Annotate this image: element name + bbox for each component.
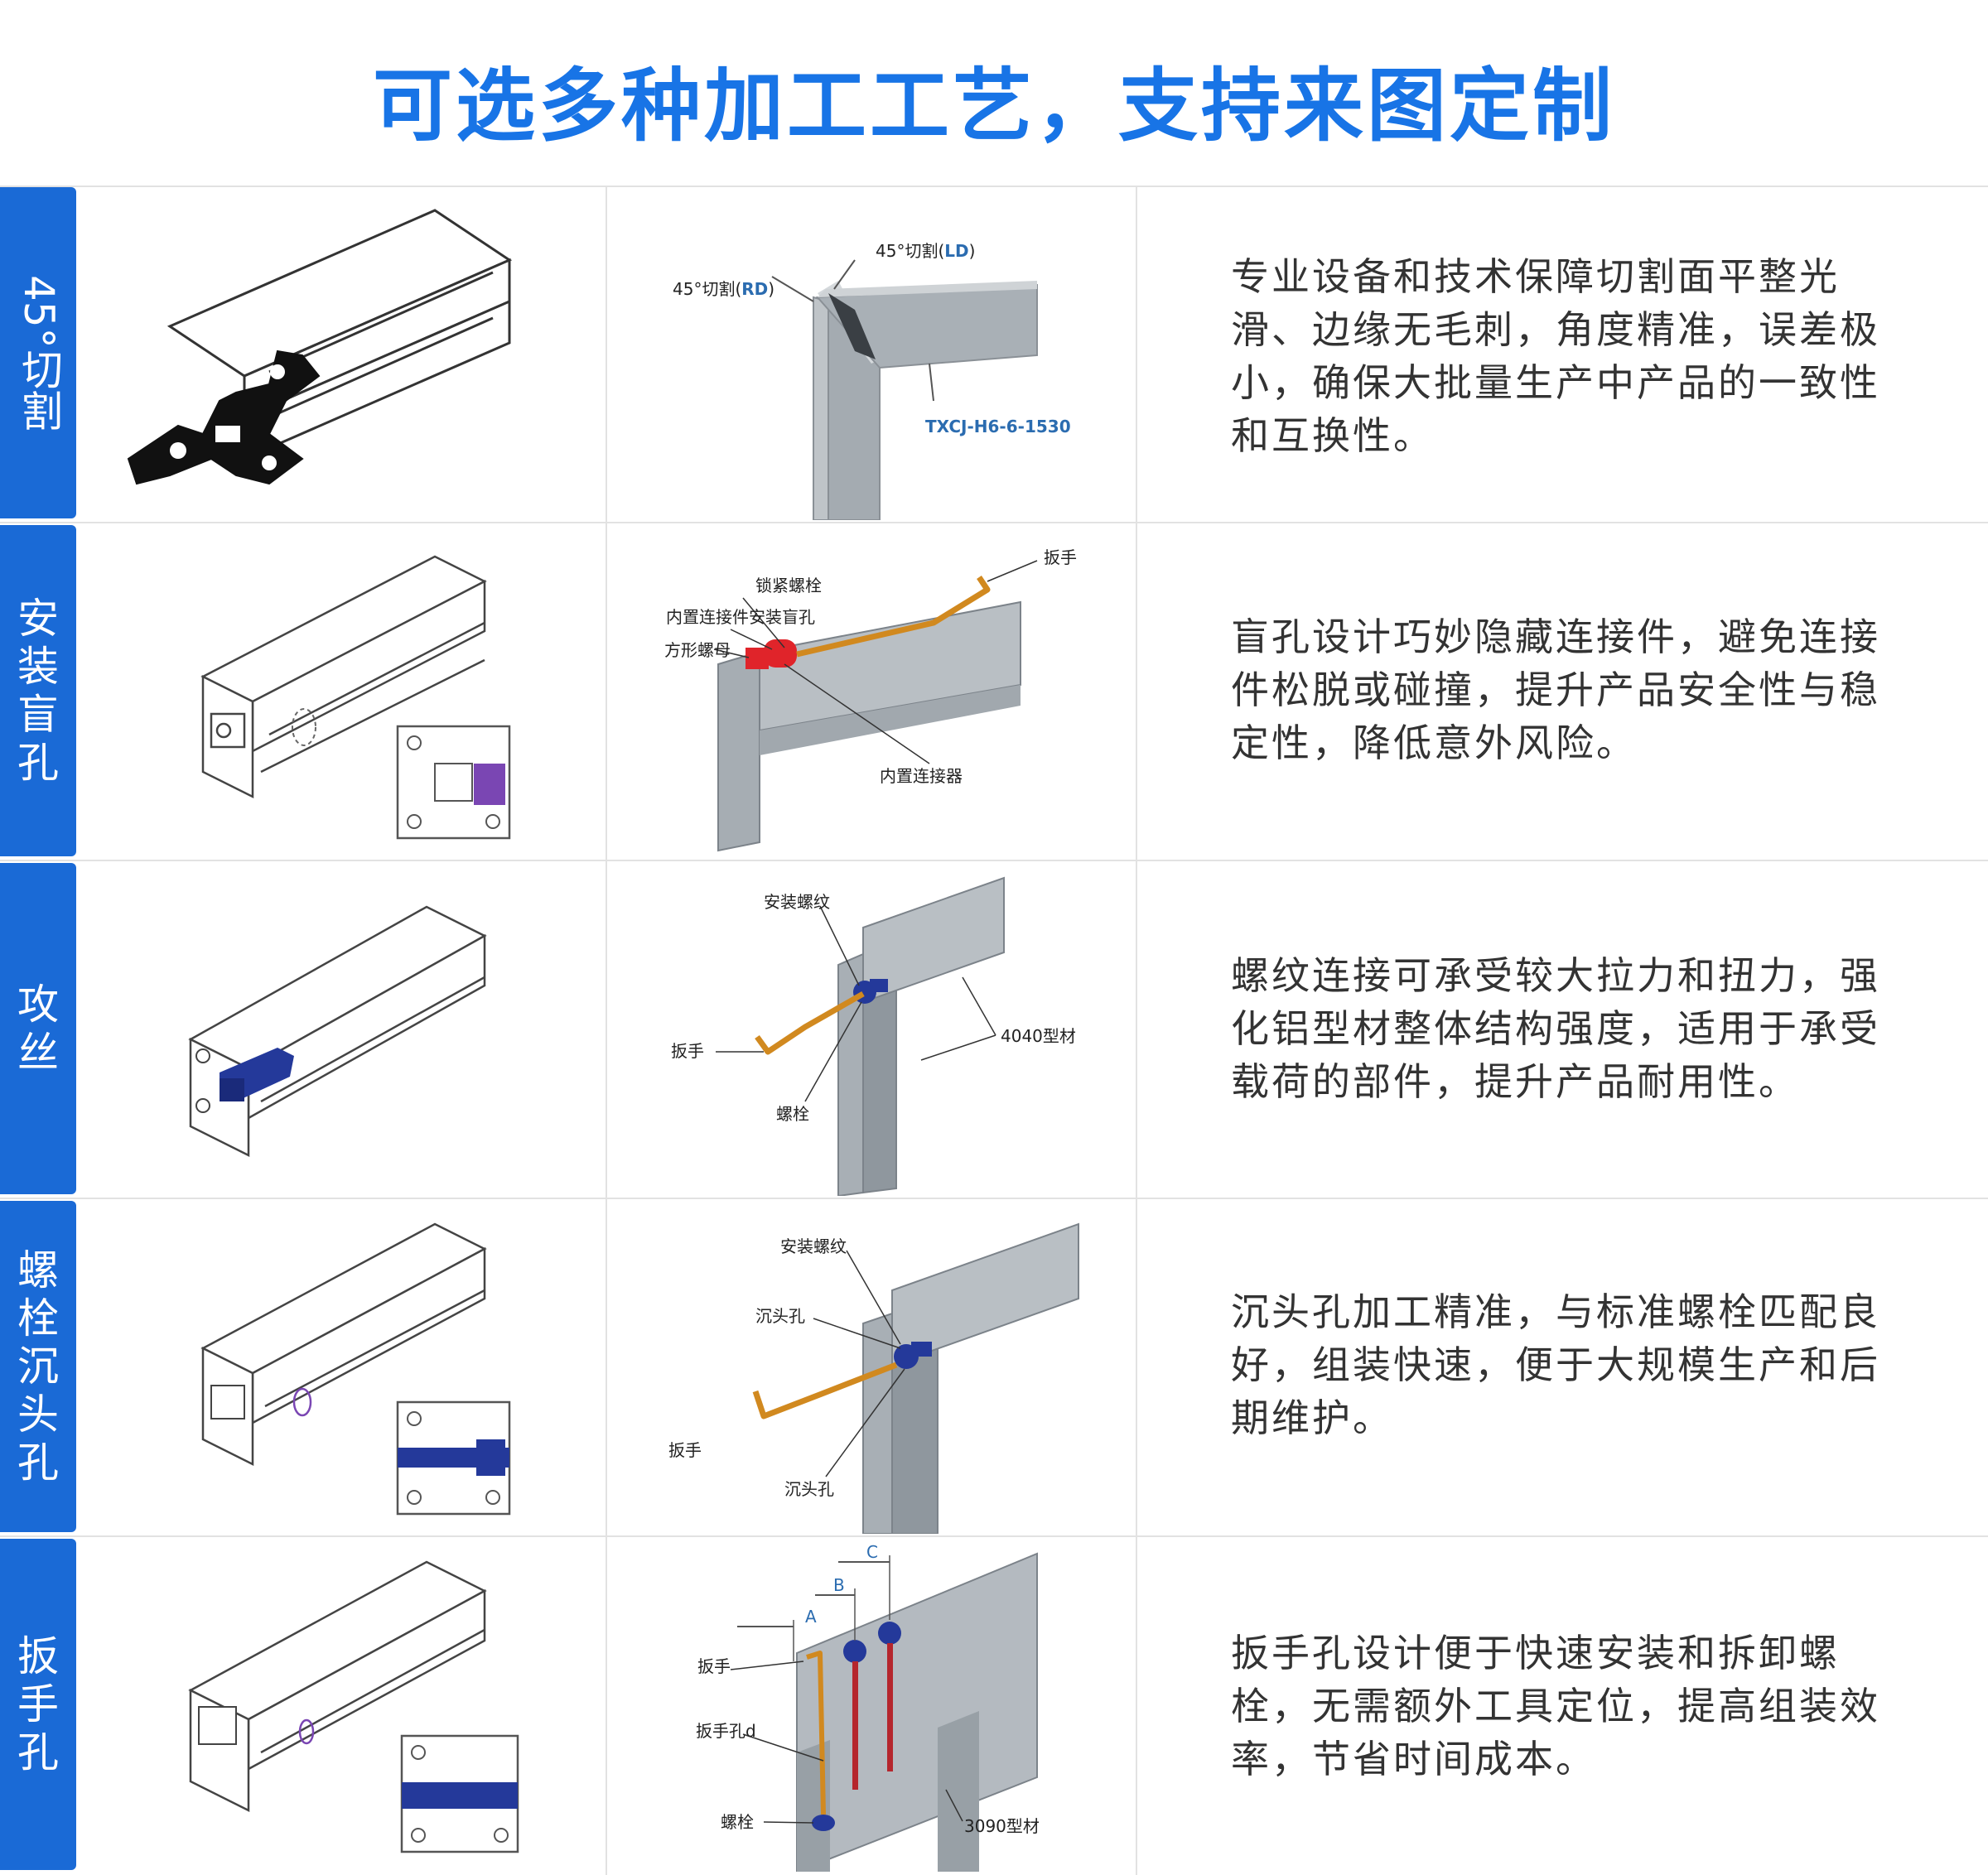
blind-hole-profile-image xyxy=(200,555,511,840)
divider xyxy=(0,1535,1988,1537)
profile-illustration xyxy=(79,1537,604,1872)
blind-hole-assembly-image: 扳手 锁紧螺栓 内置连接件安装盲孔 方形螺母 内置连接器 xyxy=(664,547,1077,852)
svg-text:螺栓: 螺栓 xyxy=(721,1812,754,1832)
svg-text:B: B xyxy=(833,1575,845,1595)
svg-text:45°切割(LD): 45°切割(LD) xyxy=(876,241,975,261)
process-row-cutting: 45°切割 xyxy=(0,186,1988,521)
process-row-tapping: 攻丝 安装螺纹 xyxy=(0,861,1988,1198)
bolt-left xyxy=(843,1640,866,1790)
svg-text:沉头孔: 沉头孔 xyxy=(755,1306,805,1326)
counterbore-profile-image xyxy=(200,1222,511,1516)
model-label: TXCJ-H6-6-1530 xyxy=(925,417,1071,436)
description: 盲孔设计巧妙隐藏连接件，避免连接件松脱或碰撞，提升产品安全性与稳定性，降低意外风… xyxy=(1231,615,1880,765)
svg-text:扳手: 扳手 xyxy=(1044,547,1077,567)
tapping-profile-image xyxy=(188,905,487,1158)
page-title: 可选多种加工工艺，支持来图定制 xyxy=(373,60,1615,152)
profile-illustration xyxy=(79,1199,604,1534)
svg-text:扳手: 扳手 xyxy=(697,1656,731,1676)
cross-section xyxy=(396,725,511,840)
tab-cutting: 45°切割 xyxy=(0,187,76,518)
svg-text:锁紧螺栓: 锁紧螺栓 xyxy=(755,576,822,595)
svg-text:沉头孔: 沉头孔 xyxy=(784,1479,834,1499)
svg-text:3090型材: 3090型材 xyxy=(964,1816,1040,1836)
svg-text:C: C xyxy=(866,1542,878,1562)
svg-text:45°切割(RD): 45°切割(RD) xyxy=(673,279,774,299)
process-row-blind-hole: 安装盲孔 xyxy=(0,523,1988,858)
wrench-hole-assembly-image: A B C 扳手 扳手孔d 螺栓 3090型材 xyxy=(696,1542,1040,1873)
cut-diagram: 45°切割(LD) 45°切割(RD) TXCJ-H6-6-1530 xyxy=(606,186,1135,521)
counterbore-diagram: 安装螺纹 沉头孔 扳手 沉头孔 xyxy=(606,1199,1135,1535)
cross-section xyxy=(400,1734,519,1853)
tab-label: 扳手孔 xyxy=(17,1632,59,1776)
description: 扳手孔设计便于快速安装和拆卸螺栓，无需额外工具定位，提高组装效率，节省时间成本。 xyxy=(1231,1631,1880,1781)
process-row-counterbore: 螺栓沉头孔 xyxy=(0,1199,1988,1535)
wrench-hole-profile-image xyxy=(188,1560,519,1853)
divider xyxy=(0,860,1988,861)
bolt-right xyxy=(878,1622,901,1771)
svg-text:A: A xyxy=(805,1607,817,1627)
svg-text:4040型材: 4040型材 xyxy=(1001,1026,1076,1046)
tab-blind-hole: 安装盲孔 xyxy=(0,525,76,856)
description: 专业设备和技术保障切割面平整光滑、边缘无毛刺，角度精准，误差极小，确保大批量生产… xyxy=(1231,254,1880,458)
svg-text:安装螺纹: 安装螺纹 xyxy=(764,892,830,912)
tab-wrench-hole: 扳手孔 xyxy=(0,1539,76,1870)
divider xyxy=(606,186,607,1875)
divider xyxy=(0,522,1988,523)
divider xyxy=(0,1198,1988,1199)
tab-tapping: 攻丝 xyxy=(0,863,76,1194)
process-row-wrench-hole: 扳手孔 xyxy=(0,1537,1988,1873)
cut-profile-image xyxy=(127,209,513,485)
profile-illustration xyxy=(79,523,604,858)
miter-cut-image: 45°切割(LD) 45°切割(RD) TXCJ-H6-6-1530 xyxy=(673,241,1071,521)
svg-text:扳手: 扳手 xyxy=(671,1041,704,1061)
profile-illustration xyxy=(79,861,604,1196)
tab-label: 攻丝 xyxy=(17,981,59,1077)
tab-label: 安装盲孔 xyxy=(17,595,59,787)
svg-text:方形螺母: 方形螺母 xyxy=(664,640,731,660)
svg-text:扳手孔d: 扳手孔d xyxy=(696,1721,756,1741)
divider xyxy=(0,186,1988,187)
svg-text:内置连接件安装盲孔: 内置连接件安装盲孔 xyxy=(666,607,815,627)
tab-counterbore: 螺栓沉头孔 xyxy=(0,1201,76,1532)
wrench-hole-diagram: A B C 扳手 扳手孔d 螺栓 3090型材 xyxy=(606,1537,1135,1873)
tapping-diagram: 安装螺纹 扳手 螺栓 4040型材 xyxy=(606,861,1135,1198)
svg-text:扳手: 扳手 xyxy=(668,1440,702,1460)
description: 沉头孔加工精准，与标准螺栓匹配良好，组装快速，便于大规模生产和后期维护。 xyxy=(1231,1289,1880,1440)
tapping-assembly-image: 安装螺纹 扳手 螺栓 4040型材 xyxy=(671,876,1076,1198)
svg-text:内置连接器: 内置连接器 xyxy=(880,766,963,786)
tab-label: 45°切割 xyxy=(15,274,63,431)
cross-section xyxy=(396,1400,511,1516)
svg-text:螺栓: 螺栓 xyxy=(776,1104,809,1124)
svg-text:安装螺纹: 安装螺纹 xyxy=(780,1236,847,1256)
profile-illustration xyxy=(79,186,604,520)
tab-label: 螺栓沉头孔 xyxy=(17,1246,59,1487)
divider xyxy=(1136,186,1137,1875)
counterbore-assembly-image: 安装螺纹 沉头孔 扳手 沉头孔 xyxy=(668,1222,1079,1535)
description: 螺纹连接可承受较大拉力和扭力，强化铝型材整体结构强度，适用于承受载荷的部件，提升… xyxy=(1231,953,1880,1104)
blind-hole-diagram: 扳手 锁紧螺栓 内置连接件安装盲孔 方形螺母 内置连接器 xyxy=(606,523,1135,858)
